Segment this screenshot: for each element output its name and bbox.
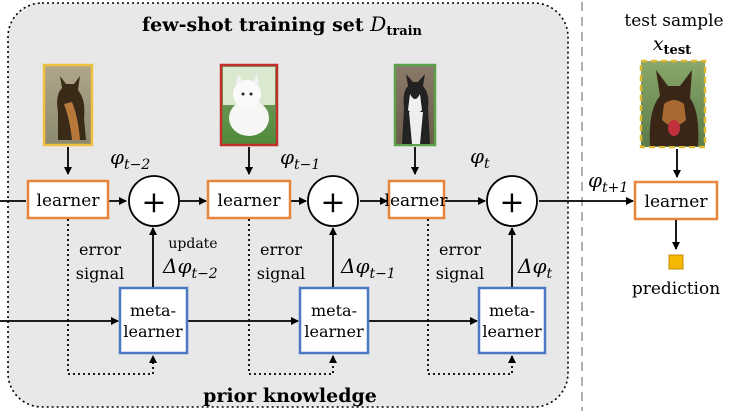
- learner-box-2: learner: [206, 179, 292, 220]
- svg-text:learner: learner: [645, 192, 709, 212]
- svg-text:learner: learner: [304, 322, 364, 341]
- meta-learner-box-3: meta- learner: [477, 286, 547, 355]
- delta-phi-t-minus-1: Δφt−1: [340, 254, 396, 282]
- prediction-square: [668, 254, 684, 270]
- error-signal-label-1: error: [79, 240, 121, 259]
- dog-image-3: [393, 63, 437, 147]
- svg-text:learner: learner: [218, 191, 282, 211]
- svg-text:learner: learner: [482, 322, 542, 341]
- phi-t-minus-1: φt−1: [280, 145, 320, 173]
- svg-text:learner: learner: [385, 191, 449, 211]
- error-signal-label-2b: signal: [257, 264, 306, 283]
- delta-phi-t-minus-2: Δφt−2: [162, 254, 218, 282]
- error-signal-label-1b: signal: [76, 264, 125, 283]
- svg-text:+: +: [499, 185, 524, 220]
- dog-image-1: [42, 63, 94, 147]
- error-signal-label-2: error: [260, 240, 302, 259]
- svg-text:meta-: meta-: [489, 301, 535, 320]
- svg-text:meta-: meta-: [130, 301, 176, 320]
- dog-image-2: [219, 63, 279, 147]
- error-signal-label-3b: signal: [436, 264, 485, 283]
- prediction-label: prediction: [632, 279, 720, 299]
- svg-text:meta-: meta-: [311, 301, 357, 320]
- delta-phi-t: Δφt: [517, 254, 552, 282]
- plus-node-2: +: [307, 175, 359, 227]
- svg-text:+: +: [141, 185, 166, 220]
- update-label: update: [168, 236, 217, 252]
- meta-learner-box-1: meta- learner: [118, 286, 189, 355]
- learner-box-test: learner: [633, 180, 719, 221]
- svg-text:learner: learner: [123, 322, 183, 341]
- phi-t-minus-2: φt−2: [110, 145, 150, 173]
- svg-text:learner: learner: [37, 191, 101, 211]
- training-set-title: few-shot training set Dtrain: [142, 12, 423, 39]
- plus-node-1: +: [128, 175, 180, 227]
- dog-image-4: [639, 59, 707, 149]
- test-sample-math: xtest: [653, 33, 691, 58]
- plus-node-3: +: [486, 175, 538, 227]
- learner-box-3: learner: [385, 179, 449, 220]
- prior-knowledge-label: prior knowledge: [203, 385, 377, 407]
- meta-learner-box-2: meta- learner: [298, 286, 370, 355]
- phi-t: φt: [470, 144, 490, 172]
- learner-box-1: learner: [26, 179, 110, 220]
- error-signal-label-3: error: [439, 240, 481, 259]
- phi-t-plus-1: φt+1: [588, 168, 628, 196]
- svg-text:+: +: [320, 185, 345, 220]
- test-sample-label: test sample: [624, 11, 723, 31]
